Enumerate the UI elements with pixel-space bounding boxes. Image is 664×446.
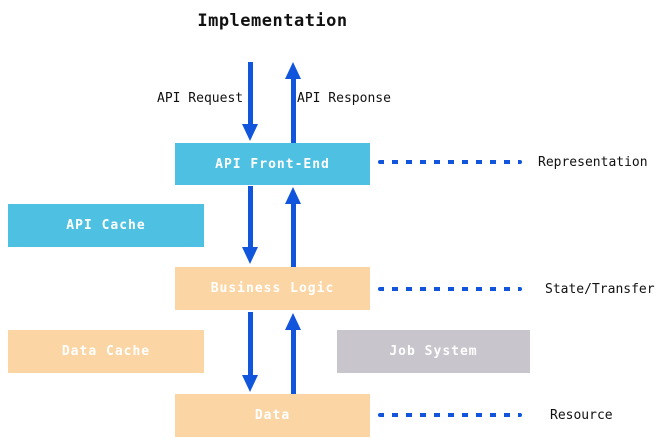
arrow-shaft bbox=[247, 62, 253, 124]
arrow-shaft bbox=[290, 330, 296, 394]
node-api-front-end: API Front-End bbox=[175, 143, 370, 185]
dashed-line-state-transfer bbox=[378, 287, 522, 291]
arrow-head-up-icon bbox=[285, 187, 301, 204]
api-request-label: API Request bbox=[157, 91, 244, 106]
node-api-cache: API Cache bbox=[8, 204, 204, 247]
dashed-line-representation bbox=[378, 160, 522, 164]
arrow-head-down-icon bbox=[242, 247, 258, 264]
arrow-down-business-to-data-icon bbox=[242, 312, 258, 392]
dashed-line-resource bbox=[378, 413, 522, 417]
arrow-shaft bbox=[290, 79, 296, 143]
node-business-logic: Business Logic bbox=[175, 267, 370, 310]
node-data: Data bbox=[175, 394, 370, 437]
node-data-cache: Data Cache bbox=[8, 330, 204, 373]
arrow-head-up-icon bbox=[285, 313, 301, 330]
node-job-system: Job System bbox=[337, 330, 530, 373]
arrow-up-data-to-business-icon bbox=[285, 313, 301, 394]
arrow-up-business-to-frontend-icon bbox=[285, 187, 301, 267]
arrow-head-down-icon bbox=[242, 124, 258, 141]
arrow-head-down-icon bbox=[242, 375, 258, 392]
arrow-up-frontend-to-implementation-icon bbox=[285, 62, 301, 143]
api-response-label: API Response bbox=[297, 91, 391, 106]
arrow-shaft bbox=[290, 204, 296, 267]
resource-label: Resource bbox=[550, 408, 613, 423]
arrow-down-frontend-to-business-icon bbox=[242, 186, 258, 264]
arrow-down-implementation-to-frontend-icon bbox=[242, 62, 258, 141]
diagram-title: Implementation bbox=[197, 11, 348, 31]
arrow-head-up-icon bbox=[285, 62, 301, 79]
arrow-shaft bbox=[247, 312, 253, 375]
arrow-shaft bbox=[247, 186, 253, 247]
representation-label: Representation bbox=[538, 155, 648, 170]
state-transfer-label: State/Transfer bbox=[545, 282, 655, 297]
